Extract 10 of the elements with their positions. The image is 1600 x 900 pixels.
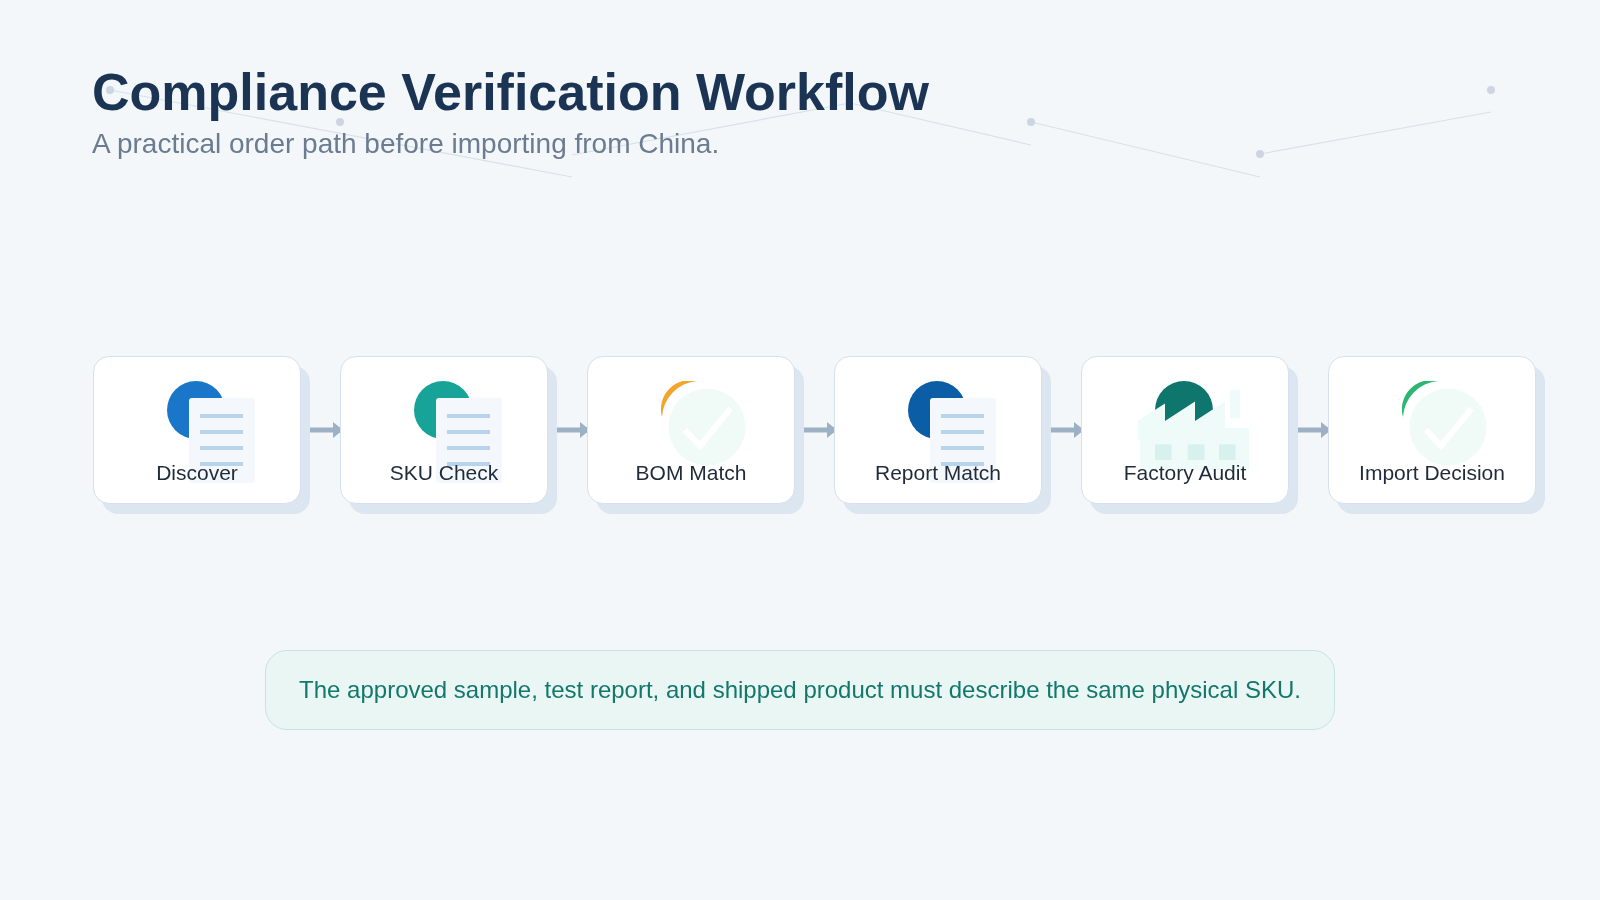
step-label: BOM Match	[635, 459, 747, 486]
step-label: Import Decision	[1359, 459, 1505, 486]
subtitle: A practical order path before importing from China.	[92, 127, 720, 161]
note-box	[265, 650, 1335, 730]
step-label: Discover	[156, 459, 238, 486]
note-text: The approved sample, test report, and shipped product must describe the same physical SKU.	[299, 675, 1301, 705]
step-label: Report Match	[874, 459, 1002, 486]
step-label: Factory Audit	[1123, 459, 1247, 486]
title: Compliance Verification Workflow	[92, 62, 929, 123]
step-label: SKU Check	[389, 459, 499, 486]
